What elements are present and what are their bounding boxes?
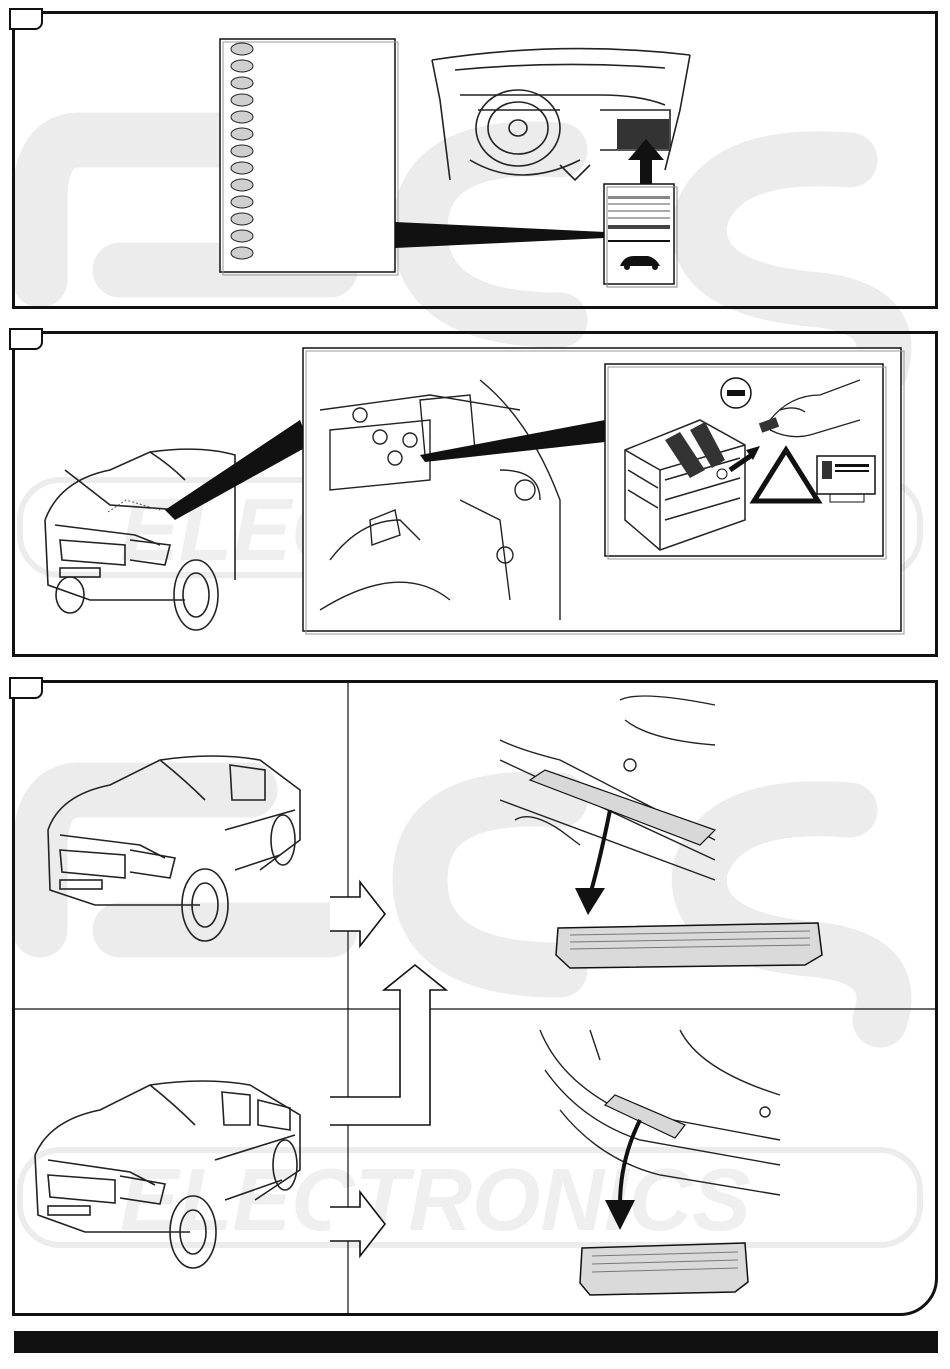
arrow-right-icon-1: [330, 882, 385, 946]
down-arrow-icon-1: [575, 888, 605, 915]
sill-detail-bottom: [540, 1030, 780, 1195]
sill-detail-top: [500, 696, 715, 880]
down-arrow-icon-2: [605, 1200, 635, 1230]
truck-club-cab-drawing: [48, 756, 300, 941]
truck-double-cab-drawing: [35, 1081, 300, 1268]
footer-bar: [14, 1331, 938, 1353]
arrow-right-icon-2: [330, 1192, 385, 1256]
sill-plate-removed-bottom: [580, 1243, 748, 1295]
sill-plate-top: [530, 770, 715, 845]
